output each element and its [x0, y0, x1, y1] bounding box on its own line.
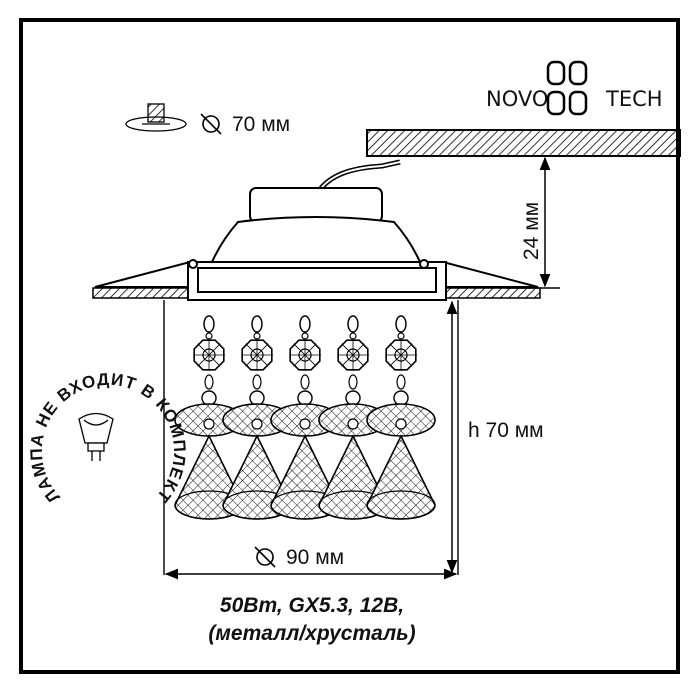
mount-height-label: 24 мм: [520, 202, 543, 260]
crystal-bead: [300, 374, 310, 390]
crystal-bead: [201, 390, 217, 406]
crystal-pendant: [366, 315, 436, 520]
brand-mark-icon: [546, 60, 588, 116]
crystal-bead: [348, 374, 358, 390]
crystal-pendants: [174, 315, 436, 520]
bulb-icon: [78, 412, 114, 461]
crystal-bead: [249, 390, 265, 406]
diameter-symbol-icon: [254, 546, 276, 568]
crystal-bead-top: [251, 315, 263, 333]
brand-suffix: TECH: [605, 87, 663, 111]
crystal-bead: [345, 390, 361, 406]
ceiling: [366, 129, 681, 157]
diameter-label: 90 мм: [286, 546, 344, 569]
diameter-symbol-icon: [200, 113, 222, 135]
total-height-label: h 70 мм: [468, 419, 544, 442]
crystal-bead: [396, 374, 406, 390]
crystal-pendant: [270, 315, 340, 520]
crystal-bead-top: [347, 315, 359, 333]
brand-logo: NOVO TECH: [486, 60, 663, 116]
mounting-flange: [94, 259, 539, 301]
crystal-bead-top: [299, 315, 311, 333]
spec-line-1: 50Вт, GX5.3, 12В,: [220, 594, 404, 617]
cutout-label: 70 мм: [232, 113, 290, 136]
lamp-housing: [210, 187, 422, 263]
crystal-bead: [204, 374, 214, 390]
crystal-bead: [297, 390, 313, 406]
crystal-bead-top: [395, 315, 407, 333]
cutout-icon: [125, 103, 187, 132]
cone-crystal: [366, 434, 436, 520]
crystal-bead-top: [203, 315, 215, 333]
crystal-bead: [252, 374, 262, 390]
spec-line-2: (металл/хрусталь): [208, 622, 415, 645]
brand-prefix: NOVO: [486, 87, 548, 111]
bulb-badge: ЛАМПА НЕ ВХОДИТ В КОМПЛЕКТ: [27, 370, 188, 507]
ceiling-panel-right: [442, 287, 541, 299]
ceiling-panel-left: [92, 287, 191, 299]
crystal-bead: [393, 390, 409, 406]
outer-border: [19, 18, 680, 674]
